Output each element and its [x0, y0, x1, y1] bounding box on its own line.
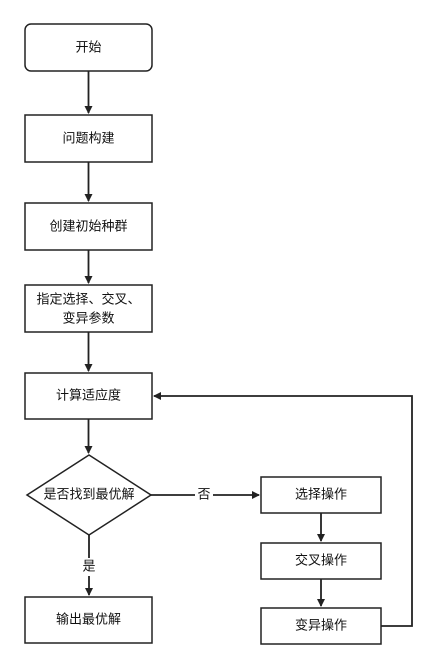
- edge-mutation-to-fitness: [153, 392, 413, 627]
- node-decision: 是否找到最优解: [25, 454, 153, 536]
- edge-yes-label: 是: [82, 560, 95, 575]
- node-params-line2: 变异参数: [62, 311, 114, 327]
- edge-no-label-bg: [195, 486, 213, 504]
- edge-no-label: 否: [197, 488, 210, 503]
- edge-yes-label-bg: [80, 558, 98, 576]
- node-fitness: 计算适应度: [24, 372, 153, 420]
- node-output: 输出最优解: [24, 596, 153, 644]
- node-mutation: 变异操作: [260, 607, 382, 645]
- node-init-pop-label: 创建初始种群: [49, 220, 127, 235]
- node-decision-label: 是否找到最优解: [43, 488, 134, 503]
- node-start: 开始: [24, 23, 153, 72]
- node-select: 选择操作: [260, 476, 382, 514]
- node-select-label: 选择操作: [295, 487, 347, 503]
- node-problem: 问题构建: [24, 114, 153, 163]
- node-params: 指定选择、交叉、 变异参数: [24, 284, 153, 333]
- node-fitness-label: 计算适应度: [56, 388, 121, 404]
- node-crossover-label: 交叉操作: [295, 553, 347, 569]
- node-start-label: 开始: [75, 41, 101, 56]
- node-mutation-label: 变异操作: [295, 618, 347, 634]
- node-output-label: 输出最优解: [56, 612, 121, 628]
- node-params-line1: 指定选择、交叉、: [36, 292, 140, 308]
- node-init-pop: 创建初始种群: [24, 202, 153, 251]
- node-problem-label: 问题构建: [62, 132, 114, 147]
- node-crossover: 交叉操作: [260, 542, 382, 580]
